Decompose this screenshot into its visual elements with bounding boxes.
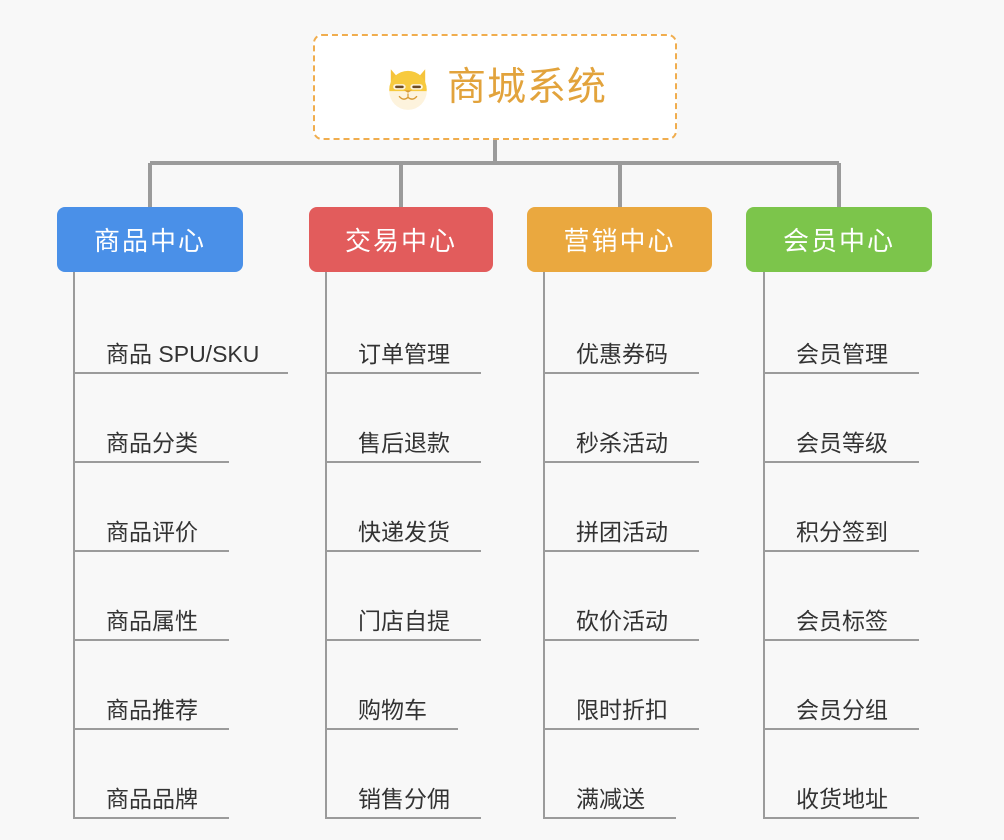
leaf-item[interactable]: 商品属性: [73, 552, 243, 641]
leaf-label: 快递发货: [358, 518, 450, 545]
leaf-label: 收货地址: [796, 785, 888, 812]
leaf-underline: [73, 817, 229, 819]
root-node[interactable]: 商城系统: [313, 34, 677, 140]
leaf-underline: [763, 461, 919, 463]
leaf-item[interactable]: 购物车: [325, 641, 493, 730]
leaf-item[interactable]: 满减送: [543, 730, 712, 819]
branch-trunk: [73, 272, 75, 819]
branch-header-label: 交易中心: [344, 226, 457, 256]
leaf-item[interactable]: 商品评价: [73, 463, 243, 552]
leaf-item[interactable]: 会员管理: [763, 285, 932, 374]
leaf-label: 商品分类: [106, 429, 198, 456]
leaf-label: 秒杀活动: [576, 429, 668, 456]
leaf-list-marketing-center: 优惠券码 秒杀活动 拼团活动 砍价活动 限时折扣 满减送: [543, 272, 712, 819]
branch-member-center: 会员中心 会员管理 会员等级 积分签到 会员标签 会员分组: [746, 207, 932, 819]
leaf-label: 订单管理: [358, 340, 450, 367]
leaf-label: 商品评价: [106, 518, 198, 545]
leaf-label: 会员等级: [796, 429, 888, 456]
leaf-label: 会员管理: [796, 340, 888, 367]
leaf-label: 商品推荐: [106, 696, 198, 723]
branch-trunk: [325, 272, 327, 819]
leaf-item[interactable]: 销售分佣: [325, 730, 493, 819]
leaf-item[interactable]: 快递发货: [325, 463, 493, 552]
leaf-item[interactable]: 商品分类: [73, 374, 243, 463]
leaf-item[interactable]: 积分签到: [763, 463, 932, 552]
leaf-label: 售后退款: [358, 429, 450, 456]
branch-trunk: [543, 272, 545, 819]
leaf-item[interactable]: 秒杀活动: [543, 374, 712, 463]
leaf-underline: [543, 817, 676, 819]
shiba-dog-face-icon: [389, 69, 427, 110]
leaf-underline: [325, 639, 481, 641]
leaf-underline: [543, 372, 699, 374]
connector-group: [148, 140, 841, 207]
leaf-label: 会员分组: [796, 696, 888, 723]
leaf-item[interactable]: 订单管理: [325, 285, 493, 374]
leaf-item[interactable]: 砍价活动: [543, 552, 712, 641]
branch-product-center: 商品中心 商品 SPU/SKU 商品分类 商品评价 商品属性 商品推荐: [57, 207, 288, 819]
leaf-underline: [763, 372, 919, 374]
leaf-underline: [73, 639, 229, 641]
leaf-underline: [325, 728, 458, 730]
branch-marketing-center: 营销中心 优惠券码 秒杀活动 拼团活动 砍价活动 限时折扣: [527, 207, 712, 819]
leaf-underline: [543, 728, 699, 730]
leaf-underline: [325, 550, 481, 552]
branch-trade-center: 交易中心 订单管理 售后退款 快递发货 门店自提 购物车: [309, 207, 493, 819]
leaf-item[interactable]: 售后退款: [325, 374, 493, 463]
leaf-item[interactable]: 商品推荐: [73, 641, 243, 730]
branch-header-label: 会员中心: [782, 226, 895, 256]
leaf-item[interactable]: 会员分组: [763, 641, 932, 730]
leaf-underline: [325, 461, 481, 463]
leaf-list-member-center: 会员管理 会员等级 积分签到 会员标签 会员分组 收货地址: [763, 272, 932, 819]
leaf-label: 门店自提: [358, 607, 450, 634]
leaf-label: 优惠券码: [576, 340, 668, 367]
leaf-label: 商品品牌: [106, 785, 198, 812]
leaf-underline: [325, 817, 481, 819]
leaf-underline: [763, 817, 919, 819]
branch-header-marketing-center[interactable]: 营销中心: [527, 207, 712, 272]
leaf-item[interactable]: 优惠券码: [543, 285, 712, 374]
branch-header-member-center[interactable]: 会员中心: [746, 207, 932, 272]
leaf-label: 销售分佣: [358, 785, 450, 812]
leaf-label: 商品 SPU/SKU: [106, 340, 260, 367]
leaf-underline: [763, 728, 919, 730]
leaf-underline: [73, 728, 229, 730]
root-title: 商城系统: [446, 65, 607, 109]
leaf-underline: [763, 550, 919, 552]
leaf-item[interactable]: 会员标签: [763, 552, 932, 641]
leaf-underline: [543, 461, 699, 463]
leaf-label: 限时折扣: [576, 696, 668, 723]
leaf-item[interactable]: 限时折扣: [543, 641, 712, 730]
leaf-underline: [543, 550, 699, 552]
branch-header-trade-center[interactable]: 交易中心: [309, 207, 493, 272]
leaf-item[interactable]: 商品 SPU/SKU: [73, 285, 288, 374]
leaf-item[interactable]: 拼团活动: [543, 463, 712, 552]
leaf-item[interactable]: 收货地址: [763, 730, 932, 819]
leaf-label: 商品属性: [106, 607, 198, 634]
leaf-list-trade-center: 订单管理 售后退款 快递发货 门店自提 购物车 销售分佣: [325, 272, 493, 819]
leaf-label: 会员标签: [796, 607, 888, 634]
branch-header-label: 营销中心: [563, 226, 676, 256]
branch-trunk: [763, 272, 765, 819]
leaf-underline: [73, 461, 229, 463]
branch-header-product-center[interactable]: 商品中心: [57, 207, 243, 272]
leaf-item[interactable]: 商品品牌: [73, 730, 243, 819]
leaf-underline: [543, 639, 699, 641]
leaf-list-product-center: 商品 SPU/SKU 商品分类 商品评价 商品属性 商品推荐 商品品牌: [73, 272, 288, 819]
leaf-underline: [73, 372, 288, 374]
leaf-label: 拼团活动: [576, 518, 668, 545]
leaf-underline: [325, 372, 481, 374]
leaf-underline: [763, 639, 919, 641]
leaf-label: 积分签到: [796, 518, 888, 545]
leaf-label: 购物车: [358, 696, 427, 723]
leaf-item[interactable]: 会员等级: [763, 374, 932, 463]
leaf-underline: [73, 550, 229, 552]
leaf-label: 砍价活动: [576, 607, 668, 634]
branch-header-label: 商品中心: [93, 226, 206, 256]
leaf-label: 满减送: [576, 785, 645, 812]
leaf-item[interactable]: 门店自提: [325, 552, 493, 641]
